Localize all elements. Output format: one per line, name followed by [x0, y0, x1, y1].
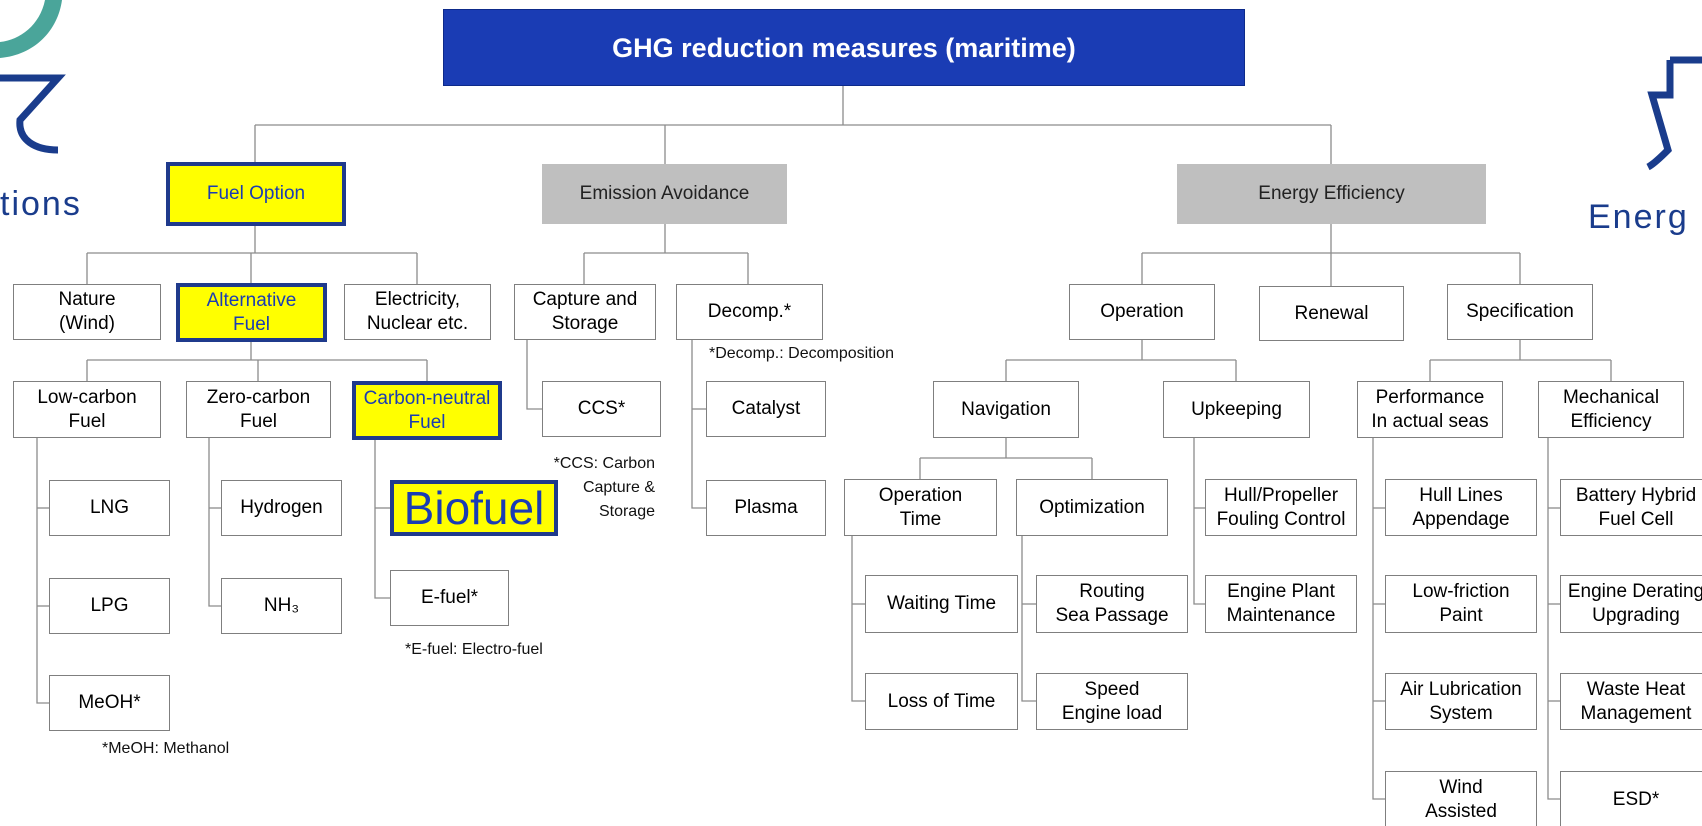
node-operation-time: Operation Time [844, 479, 997, 536]
node-nh3: NH₃ [221, 578, 342, 634]
node-speed-engine-load: Speed Engine load [1036, 673, 1188, 730]
leaf-ship-logo-icon [0, 0, 66, 154]
node-optimization: Optimization [1016, 479, 1168, 536]
node-wind-assisted: Wind Assisted [1385, 771, 1537, 826]
node-fuel-option: Fuel Option [166, 162, 346, 226]
node-capture-and-storage: Capture and Storage [514, 284, 656, 340]
node-engine-derating-upgrading: Engine Derating Upgrading [1560, 575, 1702, 633]
node-meoh: MeOH* [49, 675, 170, 731]
node-energy-efficiency: Energy Efficiency [1177, 164, 1486, 224]
side-label-left: tions [0, 185, 82, 223]
note-ccs: *CCS: Carbon Capture & Storage [553, 455, 655, 520]
node-low-carbon-fuel: Low-carbon Fuel [13, 381, 161, 438]
ship-logo-icon [1646, 56, 1702, 171]
node-engine-plant-maintenance: Engine Plant Maintenance [1205, 575, 1357, 633]
node-e-fuel: E-fuel* [390, 570, 509, 626]
node-zero-carbon-fuel: Zero-carbon Fuel [186, 381, 331, 438]
connector-line [526, 340, 542, 410]
node-electricity-nuclear: Electricity, Nuclear etc. [344, 284, 491, 340]
node-waste-heat-management: Waste Heat Management [1560, 673, 1702, 730]
node-renewal: Renewal [1259, 286, 1404, 341]
node-emission-avoidance: Emission Avoidance [542, 164, 787, 224]
note-meoh: *MeOH: Methanol [102, 740, 230, 757]
connector-line [1547, 438, 1560, 800]
node-battery-hybrid-fuel-cell: Battery Hybrid Fuel Cell [1560, 479, 1702, 536]
connector-line [1193, 438, 1205, 605]
connector-line [691, 340, 706, 509]
connector-line [36, 438, 49, 704]
node-performance-actual-seas: Performance In actual seas [1357, 381, 1503, 438]
connector-line [208, 438, 221, 607]
node-upkeeping: Upkeeping [1163, 381, 1310, 438]
node-alternative-fuel: Alternative Fuel [176, 283, 327, 342]
node-air-lubrication-system: Air Lubrication System [1385, 673, 1537, 730]
node-lpg: LPG [49, 578, 170, 634]
node-low-friction-paint: Low-friction Paint [1385, 575, 1537, 633]
node-nature-wind: Nature (Wind) [13, 284, 161, 340]
connector-line [851, 536, 865, 702]
side-label-right: Energ [1588, 198, 1689, 236]
node-operation: Operation [1069, 284, 1215, 340]
node-biofuel: Biofuel [390, 480, 558, 536]
node-specification: Specification [1447, 284, 1593, 340]
connector-line [1021, 536, 1036, 702]
root-title: GHG reduction measures (maritime) [443, 9, 1245, 86]
node-plasma: Plasma [706, 480, 826, 536]
node-carbon-neutral-fuel: Carbon-neutral Fuel [352, 381, 502, 440]
node-ccs: CCS* [542, 381, 661, 437]
node-loss-of-time: Loss of Time [865, 673, 1018, 730]
node-catalyst: Catalyst [706, 381, 826, 437]
connector-line [374, 440, 390, 599]
node-mechanical-efficiency: Mechanical Efficiency [1538, 381, 1684, 438]
node-esd: ESD* [1560, 771, 1702, 826]
connector-line [1372, 438, 1385, 800]
node-navigation: Navigation [933, 381, 1079, 438]
node-decomp: Decomp.* [676, 284, 823, 340]
note-efuel: *E-fuel: Electro-fuel [405, 641, 543, 658]
node-hydrogen: Hydrogen [221, 480, 342, 536]
note-decomp: *Decomp.: Decomposition [709, 345, 894, 362]
node-lng: LNG [49, 480, 170, 536]
node-hull-propeller-fouling: Hull/Propeller Fouling Control [1205, 479, 1357, 536]
node-routing-sea-passage: Routing Sea Passage [1036, 575, 1188, 633]
node-waiting-time: Waiting Time [865, 575, 1018, 633]
node-hull-lines-appendage: Hull Lines Appendage [1385, 479, 1537, 536]
